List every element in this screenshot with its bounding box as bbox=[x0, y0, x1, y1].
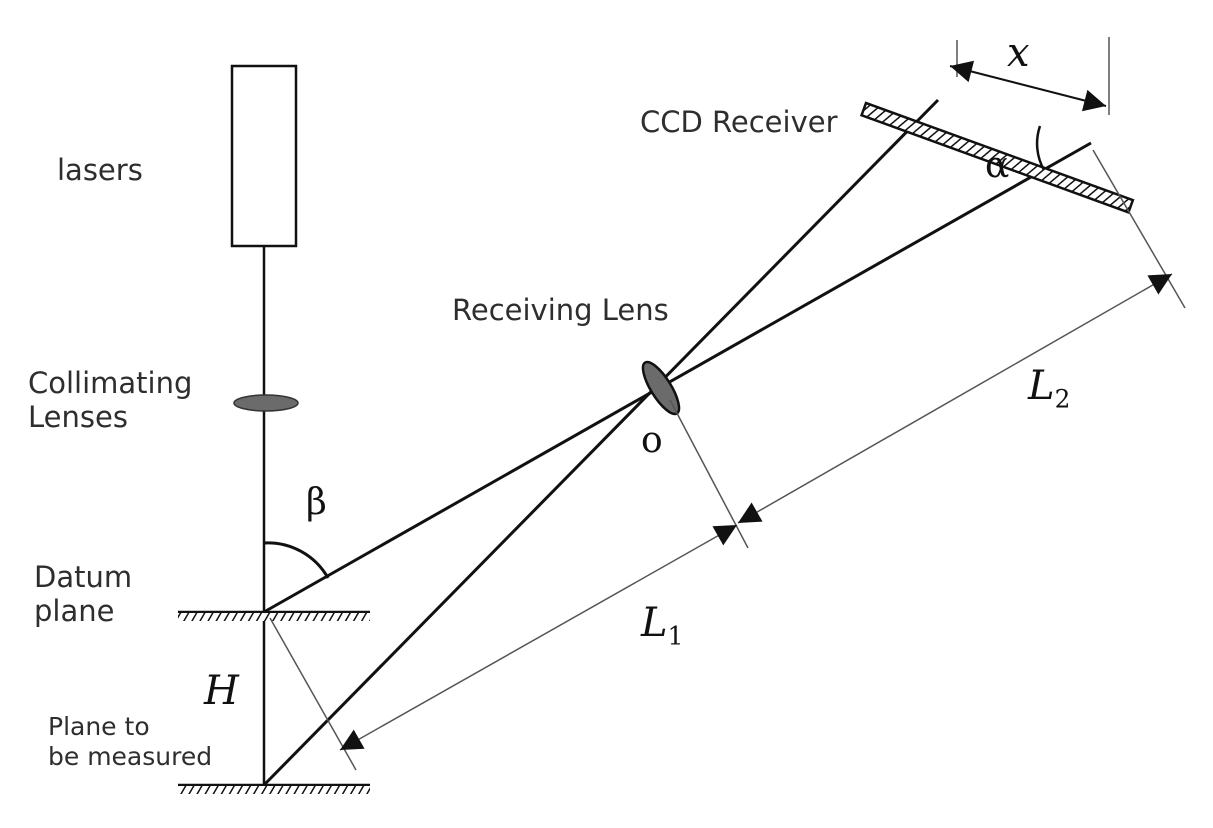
laser-box bbox=[230, 64, 298, 248]
plane-measured-label: Plane to be measured bbox=[48, 712, 213, 771]
l1-dimension bbox=[269, 524, 738, 771]
l1-main: L bbox=[641, 600, 668, 646]
o-symbol: o bbox=[641, 420, 663, 461]
l1-symbol: L1 bbox=[641, 600, 683, 651]
ccd-receiver-label: CCD Receiver bbox=[640, 105, 838, 139]
collimating-lenses-label: Collimating Lenses bbox=[28, 366, 193, 435]
l2-sub: 2 bbox=[1054, 384, 1071, 414]
collimating-lens bbox=[233, 394, 299, 412]
datum-plane-ground bbox=[178, 610, 370, 621]
l2-symbol: L2 bbox=[1028, 363, 1070, 414]
x-symbol: x bbox=[1007, 30, 1030, 76]
ray-datum-to-ccd bbox=[263, 141, 1092, 614]
x-dimension bbox=[949, 37, 1110, 115]
l2-dimension bbox=[669, 149, 1186, 549]
datum-plane-label: Datum plane bbox=[34, 560, 133, 629]
h-symbol: H bbox=[204, 668, 239, 714]
l1-sub: 1 bbox=[667, 621, 684, 651]
ray-measured-to-ccd bbox=[262, 98, 940, 787]
receiving-lens bbox=[641, 360, 681, 416]
alpha-angle-arc bbox=[1035, 125, 1046, 171]
ccd-receiver bbox=[859, 101, 1135, 214]
alpha-symbol: α bbox=[985, 145, 1010, 186]
lasers-label: lasers bbox=[57, 153, 143, 187]
receiving-lens-label: Receiving Lens bbox=[452, 293, 669, 327]
l2-main: L bbox=[1028, 363, 1055, 409]
beta-angle-arc bbox=[263, 541, 330, 579]
beta-symbol: β bbox=[306, 482, 327, 523]
measured-plane-ground bbox=[178, 783, 370, 794]
